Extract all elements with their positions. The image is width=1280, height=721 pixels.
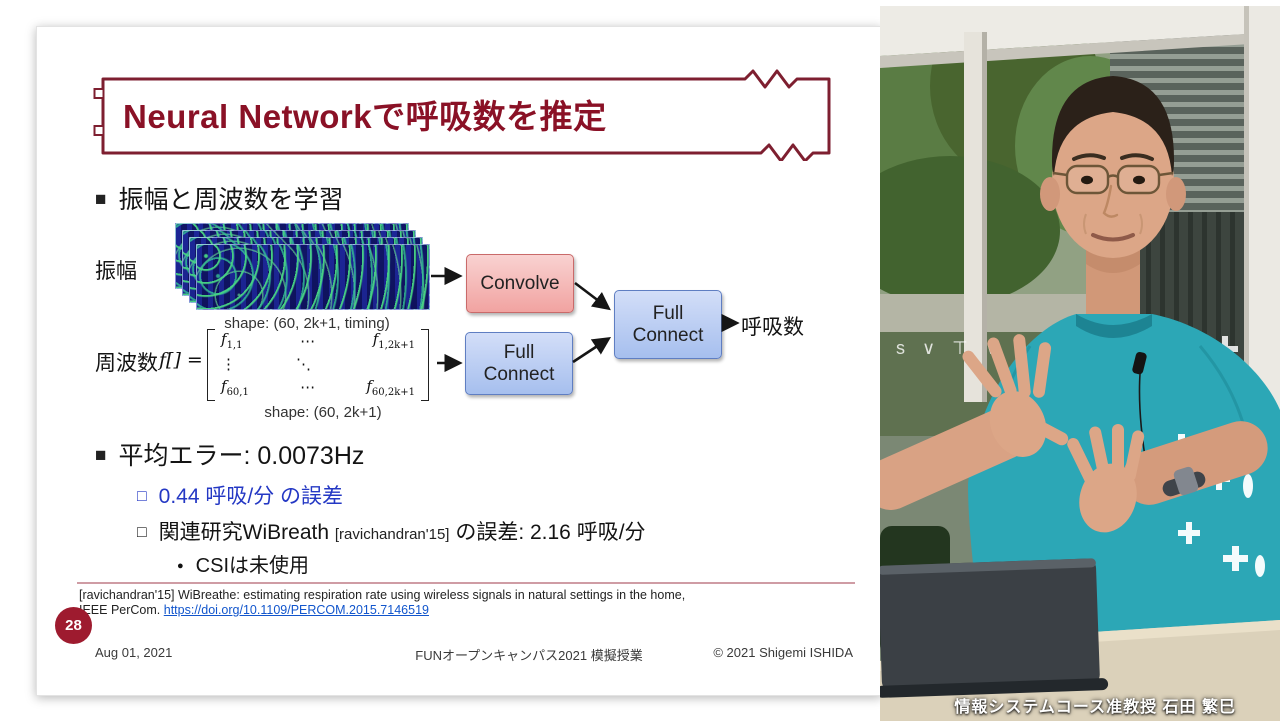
- spectrogram-layer: [196, 244, 430, 310]
- speaker-head: [1040, 76, 1186, 258]
- left-arm: [1122, 421, 1268, 505]
- page-title: Neural Networkで呼吸数を推定: [123, 98, 607, 135]
- convolve-box: Convolve: [466, 254, 574, 313]
- open-square-icon: □: [137, 488, 147, 505]
- right-hand: [962, 334, 1069, 457]
- video-scene: s ∨ ⊤ ∨: [880, 6, 1280, 721]
- matrix-cell: f1,1: [221, 330, 243, 351]
- footer-event: FUNオープンキャンパス2021 模擬授業: [415, 648, 643, 663]
- laptop: [880, 558, 1109, 698]
- subitem-csi: ● CSIは未使用: [177, 554, 309, 578]
- amplitude-label: 振幅: [95, 260, 137, 283]
- window-decal-text: s ∨ ⊤ ∨: [896, 338, 1004, 358]
- full-connect-right-line1: Full: [652, 302, 684, 324]
- matrix-cell: f60,2k+1: [366, 376, 415, 398]
- output-label: 呼吸数: [741, 316, 804, 339]
- subitem-related-work: □ 関連研究WiBreath [ravichandran'15] の誤差: 2.…: [137, 519, 646, 548]
- footnote-line1: [ravichandran'15] WiBreathe: estimating …: [79, 588, 686, 602]
- title-frame-border: [93, 69, 831, 161]
- bullet-square-icon: ■: [95, 445, 107, 466]
- subitem-error-rate: □ 0.44 呼吸/分 の誤差: [137, 483, 343, 510]
- matrix-row: f1,1 ⋯ f1,2k+1: [221, 330, 415, 352]
- collar: [1076, 314, 1152, 338]
- subitem-related-work-text: 関連研究WiBreath [ravichandran'15] の誤差: 2.16…: [158, 521, 646, 544]
- spectrogram-stack: [175, 223, 431, 313]
- matrix-row: ⋮ ⋱: [221, 355, 415, 374]
- full-connect-box-left: Full Connect: [465, 332, 573, 395]
- full-connect-box-right: Full Connect: [614, 290, 722, 359]
- frequency-label: 周波数: [95, 352, 158, 375]
- page-number-badge: 28: [55, 607, 92, 644]
- speaker-person: [880, 76, 1280, 658]
- frequency-matrix: f1,1 ⋯ f1,2k+1 ⋮ ⋱ f60,1 ⋯ f60,2k+1: [205, 329, 431, 401]
- f-equals-label: f[] =: [159, 349, 203, 371]
- matrix-dots: ⋯: [300, 331, 316, 350]
- diagram-arrows: [431, 266, 740, 373]
- matrix-dots: ⋯: [300, 378, 316, 397]
- subitem-csi-text: CSIは未使用: [195, 555, 309, 577]
- matrix-dots: ⋱: [296, 355, 311, 374]
- full-connect-left-line2: Connect: [483, 363, 555, 385]
- bullet-error: ■ 平均エラー: 0.0073Hz: [95, 441, 364, 471]
- footer-copyright: © 2021 Shigemi ISHIDA: [713, 645, 853, 660]
- citation-tag: [ravichandran'15]: [334, 526, 450, 543]
- open-square-icon: □: [137, 524, 147, 541]
- matrix-row: f60,1 ⋯ f60,2k+1: [221, 376, 415, 399]
- convolve-label: Convolve: [480, 272, 560, 294]
- matrix-cell: f1,2k+1: [372, 330, 415, 351]
- left-hand: [1067, 424, 1145, 533]
- footnote-line2: IEEE PerCom. https://doi.org/10.1109/PER…: [79, 603, 429, 617]
- bullet-learn-text: 振幅と周波数を学習: [118, 186, 344, 214]
- bullet-error-text: 平均エラー: 0.0073Hz: [118, 442, 365, 470]
- amplitude-shape-note: shape: (60, 2k+1, timing): [224, 315, 390, 332]
- footnote: [ravichandran'15] WiBreathe: estimating …: [79, 588, 867, 618]
- speaker-caption: 情報システムコース准教授 石田 繁巳: [954, 699, 1236, 716]
- right-arm: [880, 407, 1030, 510]
- smartwatch-icon: [1162, 466, 1206, 497]
- frequency-shape-note: shape: (60, 2k+1): [264, 404, 382, 421]
- doi-link[interactable]: https://doi.org/10.1109/PERCOM.2015.7146…: [163, 603, 429, 617]
- bullet-learn: ■ 振幅と周波数を学習: [95, 185, 344, 215]
- full-connect-right-line2: Connect: [632, 324, 704, 346]
- matrix-dots: ⋮: [221, 355, 236, 374]
- full-connect-left-line1: Full: [503, 341, 535, 363]
- hair: [1051, 76, 1175, 176]
- dot-bullet-icon: ●: [177, 560, 184, 572]
- footnote-divider: [77, 582, 855, 584]
- slide: Neural Networkで呼吸数を推定 ■ 振幅と周波数を学習 振幅 sha…: [36, 26, 882, 696]
- bullet-square-icon: ■: [95, 189, 107, 210]
- footer-date: Aug 01, 2021: [95, 645, 173, 660]
- subitem-error-rate-text: 0.44 呼吸/分 の誤差: [158, 485, 344, 508]
- matrix-cell: f60,1: [221, 376, 249, 398]
- speaker-video: s ∨ ⊤ ∨: [880, 6, 1280, 721]
